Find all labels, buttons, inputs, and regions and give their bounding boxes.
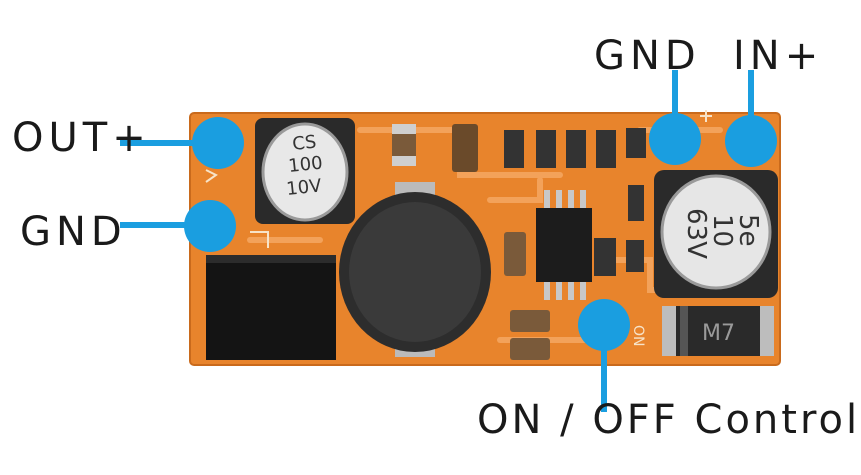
ic-chip	[536, 190, 592, 300]
cap-right-text-2: 10	[707, 214, 737, 247]
smd-components	[392, 124, 646, 360]
diode: M7	[662, 306, 774, 356]
cap-right-text-1: 5e	[733, 214, 763, 247]
label-in-plus: IN+	[733, 33, 824, 79]
pin-markers	[184, 113, 777, 351]
silkscreen: ON	[205, 110, 712, 347]
label-gnd-top: GND	[594, 33, 701, 79]
pin-gnd-left	[184, 200, 236, 252]
cap-left-text-3: 10V	[285, 175, 323, 200]
cap-right-text-3: 63V	[681, 208, 711, 259]
smd-large	[206, 255, 336, 360]
pin-on-off	[578, 299, 630, 351]
capacitor-left: CS 100 10V	[255, 118, 355, 224]
capacitor-right: 5e 10 63V	[654, 170, 778, 298]
label-gnd-left: GND	[20, 209, 127, 255]
pin-in-plus	[725, 115, 777, 167]
pin-gnd-top	[649, 113, 701, 165]
label-out-plus: OUT+	[12, 115, 151, 161]
cap-left-text-1: CS	[291, 132, 317, 155]
label-on-off-control: ON / OFF Control	[477, 397, 861, 443]
svg-text:ON: ON	[630, 325, 646, 347]
inductor	[339, 182, 491, 357]
diode-label: M7	[702, 321, 735, 346]
cap-left-text-2: 100	[287, 152, 323, 176]
pin-out-plus	[192, 117, 244, 169]
